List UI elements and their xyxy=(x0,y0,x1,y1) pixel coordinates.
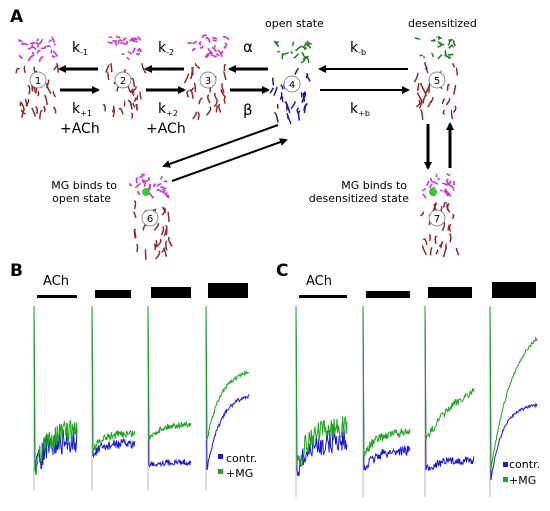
b-contr-4 xyxy=(205,305,250,471)
b-mg-2 xyxy=(91,305,136,452)
b-contr-1 xyxy=(33,305,78,473)
c-mg-1 xyxy=(295,305,348,467)
c-trace-2 xyxy=(362,291,411,497)
state-number-6: 6 xyxy=(147,214,153,225)
b-contr-2 xyxy=(91,305,136,459)
state-number-7: 7 xyxy=(434,214,440,225)
receptor-state-6: 6 xyxy=(128,173,173,260)
panel-c-ach-label: ACh xyxy=(306,274,332,289)
mg-open-text-2: open state xyxy=(52,192,111,205)
c-mg-3 xyxy=(424,305,475,441)
c-trace-1 xyxy=(295,295,348,497)
panel-b-legend-mg-swatch xyxy=(218,469,223,474)
panel-b-traces xyxy=(33,283,250,490)
c-contr-2 xyxy=(362,305,411,471)
panel-c-legend-contr: contr. xyxy=(509,458,540,471)
panel-c-legend-mg: +MG xyxy=(509,474,536,487)
receptor-state-2: 2 xyxy=(102,35,147,119)
panel-b-legend-contr: contr. xyxy=(226,452,257,465)
c-contr-4 xyxy=(489,305,538,481)
c-trace-3 xyxy=(424,287,475,497)
open-state-label: open state xyxy=(265,17,324,30)
state-number-2: 2 xyxy=(120,76,126,87)
b-mg-3 xyxy=(147,305,192,441)
rate-alpha: α xyxy=(243,38,253,56)
c-mg-4 xyxy=(489,305,538,471)
arrow-6-to-4 xyxy=(171,138,288,182)
ach-label-2: +ACh xyxy=(146,121,186,137)
arrow-4-to-6 xyxy=(162,124,279,168)
state-number-1: 1 xyxy=(35,76,41,87)
b-mg-1 xyxy=(33,305,78,476)
panel-b-legend-contr-swatch xyxy=(218,454,223,459)
ach-label-1: +ACh xyxy=(60,121,100,137)
rate-beta: β xyxy=(243,101,253,119)
receptor-state-3: 3 xyxy=(183,34,230,121)
receptor-state-1: 1 xyxy=(15,36,59,120)
state-number-5: 5 xyxy=(434,76,440,87)
b-contr-3 xyxy=(147,305,192,468)
b-mg-4 xyxy=(205,305,250,441)
state-number-4: 4 xyxy=(289,80,295,91)
panel-b-legend-mg: +MG xyxy=(226,467,253,480)
mg-desens-text-2: desensitized state xyxy=(309,192,409,205)
receptor-structures: 1 2 3 4 5 6 7 xyxy=(15,34,460,260)
b-ach-bar-2 xyxy=(95,290,131,298)
rate-k-plus2: k+2 xyxy=(158,101,178,118)
receptor-state-4: 4 xyxy=(269,40,312,125)
panel-a-label: A xyxy=(10,7,24,27)
rate-k-minus-b: k-b xyxy=(350,40,366,57)
c-contr-1 xyxy=(295,305,348,477)
panel-b-ach-label: ACh xyxy=(43,274,69,289)
panel-c-traces xyxy=(295,282,538,497)
receptor-state-7: 7 xyxy=(420,172,460,258)
rate-k-minus2: k-2 xyxy=(158,40,174,57)
c-contr-3 xyxy=(424,305,475,471)
b-ach-bar-4 xyxy=(208,283,248,298)
panel-c-legend-contr-swatch xyxy=(503,462,508,467)
panel-b-label: B xyxy=(10,261,23,281)
b-ach-bar-3 xyxy=(151,287,191,298)
panel-c-label: C xyxy=(276,261,288,281)
b-ach-bar-1 xyxy=(37,295,77,298)
b-trace-3 xyxy=(147,287,192,490)
state-number-3: 3 xyxy=(205,76,211,87)
c-ach-bar-3 xyxy=(428,287,472,298)
panel-c-legend-mg-swatch xyxy=(503,477,508,482)
b-trace-2 xyxy=(91,290,136,490)
mg-desens-text-1: MG binds to xyxy=(341,179,407,192)
c-mg-2 xyxy=(362,305,411,457)
c-ach-bar-4 xyxy=(492,282,536,298)
rate-k-plus1: k+1 xyxy=(72,101,92,118)
mg-open-text-1: MG binds to xyxy=(51,179,117,192)
c-trace-4 xyxy=(489,282,538,497)
receptor-state-5: 5 xyxy=(413,35,458,120)
rate-k-plus-b: k+b xyxy=(350,101,370,118)
b-trace-1 xyxy=(33,295,78,490)
b-trace-4 xyxy=(205,283,250,490)
c-ach-bar-1 xyxy=(299,295,347,298)
desensitized-label: desensitized xyxy=(408,17,477,30)
rate-k-minus1: k-1 xyxy=(72,40,88,57)
c-ach-bar-2 xyxy=(366,291,410,298)
